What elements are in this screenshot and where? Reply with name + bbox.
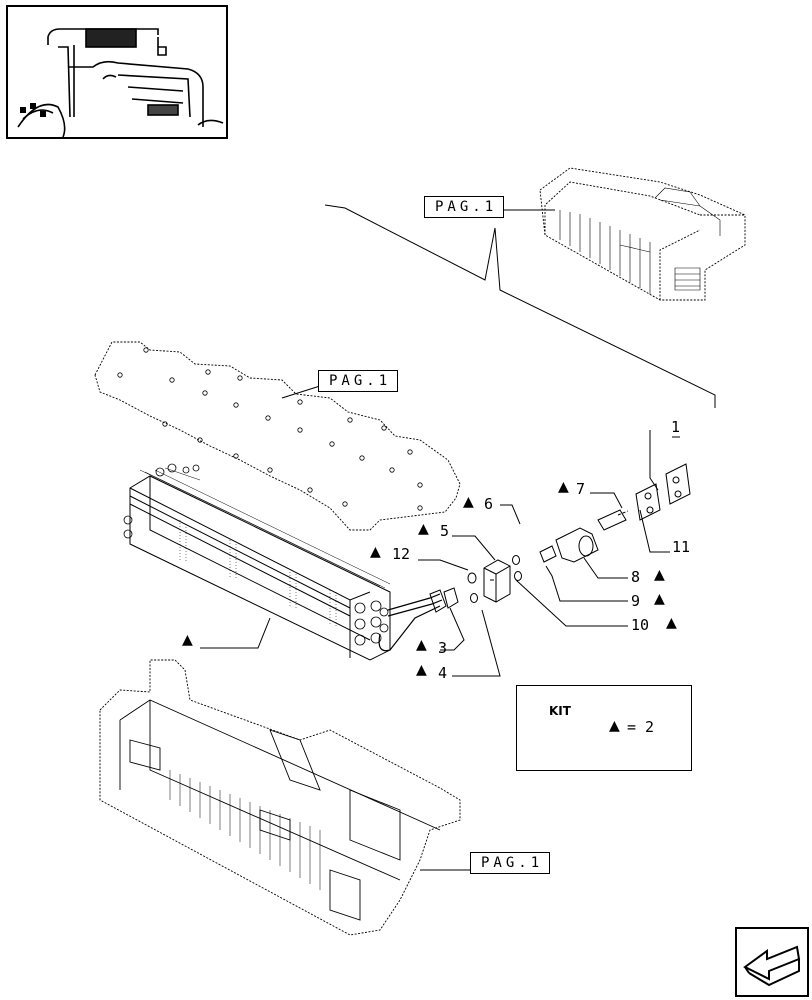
- fitting-drawing: [539, 509, 627, 563]
- triangle-icon: ▲: [609, 715, 620, 736]
- tractor-thumbnail: [6, 5, 228, 139]
- expansion-valve-drawing: [467, 555, 522, 603]
- bracket-drawing: [635, 463, 691, 521]
- cover-plate-drawing: [94, 341, 461, 531]
- triangle-icon: ▲: [416, 659, 427, 680]
- page-ref-plate[interactable]: PAG.1: [318, 370, 399, 392]
- triangle-icon: ▲: [654, 588, 665, 609]
- callout-10: 10: [631, 616, 650, 634]
- callout-6: 6: [484, 495, 494, 513]
- kit-quantity: = 2: [627, 718, 655, 736]
- triangle-icon: ▲: [418, 518, 429, 539]
- triangle-icon: ▲: [654, 564, 665, 585]
- kit-legend: KIT ▲ = 2: [516, 685, 692, 771]
- page-ref-top[interactable]: PAG.1: [424, 196, 505, 218]
- triangle-icon: ▲: [416, 634, 427, 655]
- triangle-icon: ▲: [558, 476, 569, 497]
- lower-housing-drawing: [99, 659, 461, 936]
- prev-page-arrow-icon: [743, 945, 801, 987]
- tractor-illustration: [17, 28, 224, 137]
- callout-1: 1: [671, 418, 681, 436]
- callout-5: 5: [440, 522, 450, 540]
- callout-12: 12: [392, 545, 411, 563]
- triangle-icon: ▲: [463, 491, 474, 512]
- callout-4: 4: [438, 664, 448, 682]
- prev-page-button[interactable]: [735, 927, 809, 997]
- callout-7: 7: [576, 480, 586, 498]
- callout-11: 11: [672, 538, 691, 556]
- triangle-icon: ▲: [370, 541, 381, 562]
- callout-2-triangle-icon: ▲: [182, 629, 193, 650]
- evaporator-core-drawing: [129, 475, 391, 661]
- callout-8: 8: [631, 568, 641, 586]
- triangle-icon: ▲: [666, 612, 677, 633]
- callout-3: 3: [438, 639, 448, 657]
- page-ref-base[interactable]: PAG.1: [470, 852, 551, 874]
- housing-reference-drawing: [539, 167, 746, 301]
- callout-9: 9: [631, 592, 641, 610]
- kit-label: KIT: [549, 704, 571, 718]
